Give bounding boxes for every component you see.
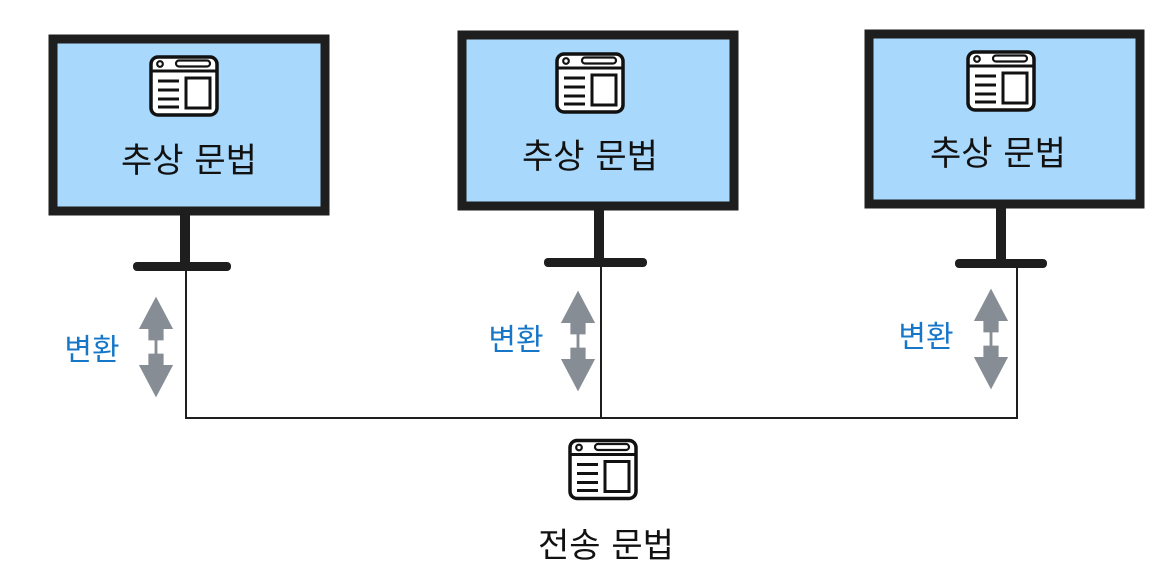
monitor-1-label: 추상 문법	[121, 141, 257, 181]
document-icon	[149, 55, 219, 117]
convert-label-3: 변환	[898, 320, 953, 355]
double-arrow-icon	[559, 289, 597, 393]
monitor-2: 추상 문법	[457, 30, 739, 267]
convert-label-2: 변환	[488, 323, 543, 358]
double-arrow-icon	[972, 287, 1010, 391]
monitor-2-stand	[594, 206, 604, 262]
convert-label-1: 변환	[64, 333, 119, 368]
transfer-syntax-label: 전송 문법	[538, 526, 674, 566]
conversion-2: 변환	[488, 289, 597, 393]
monitor-3-label: 추상 문법	[930, 134, 1066, 174]
document-icon	[966, 50, 1036, 112]
conversion-1: 변환	[64, 295, 175, 399]
monitor-1-stand	[180, 211, 190, 267]
conversion-3: 변환	[898, 287, 1010, 391]
monitor-1: 추상 문법	[48, 34, 330, 271]
monitor-2-base	[544, 258, 647, 267]
monitor-3: 추상 문법	[864, 29, 1145, 268]
transfer-syntax: 전송 문법	[538, 438, 674, 566]
document-icon	[568, 438, 638, 501]
document-icon	[555, 52, 625, 114]
monitor-3-stand	[996, 204, 1006, 262]
monitor-3-base	[955, 259, 1047, 268]
network-lines	[185, 264, 1018, 419]
monitor-1-base	[133, 262, 231, 271]
monitor-2-label: 추상 문법	[522, 137, 658, 177]
double-arrow-icon	[137, 295, 175, 399]
